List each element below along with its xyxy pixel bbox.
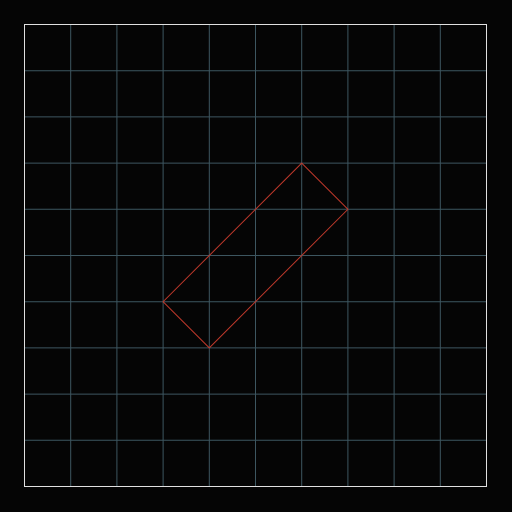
grid-lines [24, 24, 487, 487]
grid-border [24, 24, 487, 487]
rotated-rectangle-shape [162, 162, 349, 349]
